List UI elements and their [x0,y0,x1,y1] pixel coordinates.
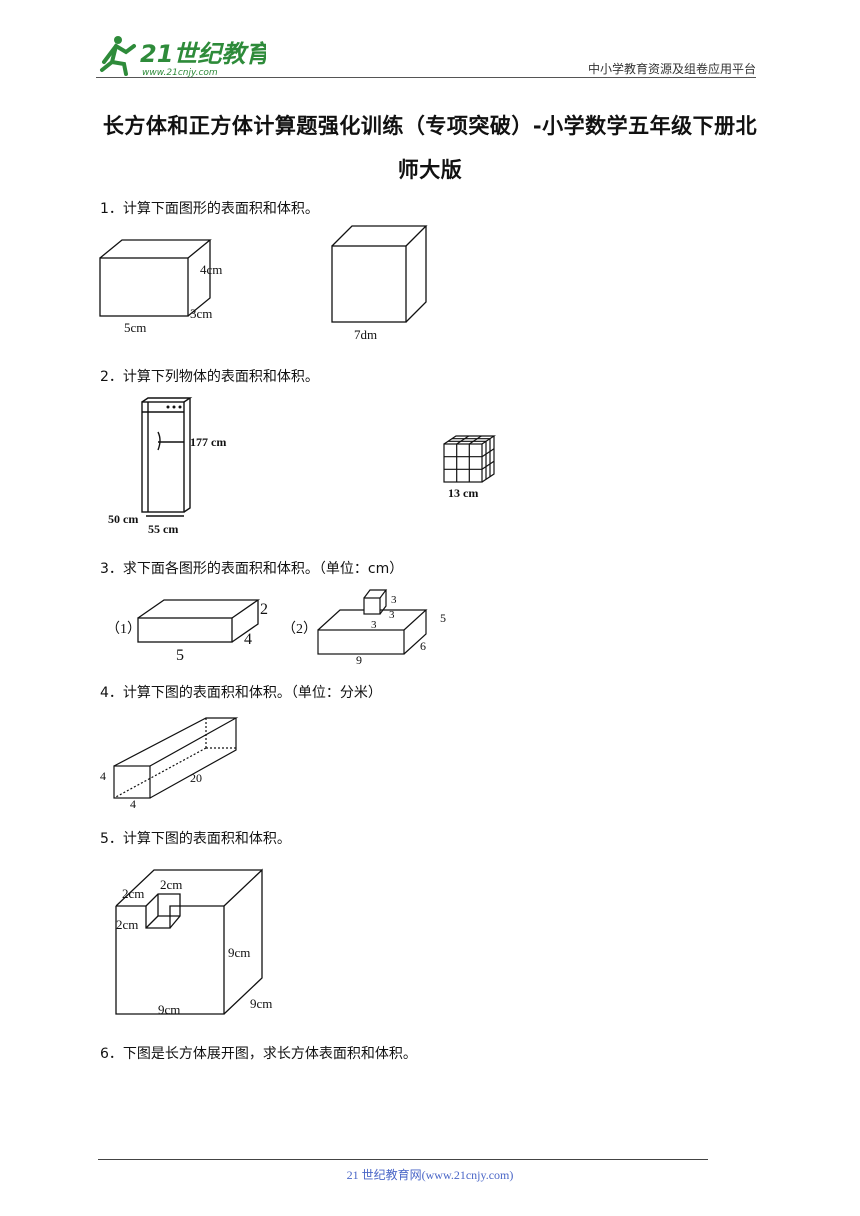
q4-width-label: 4 [130,797,136,811]
question-5: 5．计算下图的表面积和体积。 [100,831,291,847]
q1-cube [331,225,428,323]
q3-fig1-label: （1） [106,621,141,637]
page-title-line1: 长方体和正方体计算题强化训练（专项突破）-小学数学五年级下册北 [102,114,758,138]
q5-height-label: 9cm [228,945,250,960]
logo-url: www.21cnjy.com [142,68,218,78]
q3-fig2-top-depth: 3 [389,609,395,621]
q4-long-cuboid [113,717,239,799]
footer-text[interactable]: 21 世纪教育网(www.21cnjy.com) [346,1168,514,1182]
q4-figure: 4 4 20 [100,717,239,811]
q2-fridge-width-label: 55 cm [148,522,178,536]
q3-cuboid-2 [317,589,428,655]
q2-fridge-height-label: 177 cm [190,435,226,449]
q3-fig2-top-height: 3 [391,594,397,606]
footer-rule [98,1159,708,1160]
q1-depth-label: 3cm [190,306,212,321]
q3-fig2-width: 9 [356,653,362,667]
logo: 21世纪教育 www.21cnjy.com [96,32,273,78]
header-platform-text: 中小学教育资源及组卷应用平台 [587,62,756,76]
logo-text: 21世纪教育 [140,40,266,68]
question-4: 4．计算下图的表面积和体积。（单位：分米） [100,685,382,701]
question-3: 3．求下面各图形的表面积和体积。（单位：cm） [100,561,404,577]
logo-runner-icon: 21世纪教育 www.21cnjy.com [100,36,273,78]
q2-refrigerator [141,397,193,517]
q2-cube-edge-label: 13 cm [448,486,478,500]
q1-height-label: 4cm [200,262,222,277]
q3-fig1-height: 2 [260,601,268,618]
page-title-line2: 师大版 [397,158,463,182]
q5-notch-depth-label: 2cm [122,886,144,901]
header-rule [96,77,756,78]
q2-fridge-depth-label: 50 cm [108,512,138,526]
q5-notch-height-label: 2cm [116,917,138,932]
q1-cuboid [99,239,212,317]
question-1: 1．计算下面图形的表面积和体积。 [100,201,319,217]
q3-figures: （1） 2 4 5 （2） 3 3 3 5 6 9 [106,589,446,667]
q3-cuboid-1 [137,599,261,643]
q2-figures: 177 cm 50 cm 55 cm 13 cm [108,397,496,536]
q4-height-label: 4 [100,769,106,783]
q3-fig2-label: （2） [282,621,317,637]
q5-figure: 2cm 2cm 2cm 9cm 9cm 9cm [115,868,272,1017]
q3-fig2-depth: 6 [420,639,426,653]
q5-notch-width-label: 2cm [160,877,182,892]
q3-fig2-height: 5 [440,611,446,625]
q3-fig1-width: 5 [176,647,184,664]
q5-cube-with-notch [115,868,263,1015]
q3-fig2-top-width: 3 [371,619,377,631]
q2-cube-grid [443,435,496,483]
q5-depth-label: 9cm [250,996,272,1011]
q1-cube-edge-label: 7dm [354,327,377,342]
q4-length-label: 20 [190,771,202,785]
q5-width-label: 9cm [158,1002,180,1017]
q1-width-label: 5cm [124,320,146,335]
question-2: 2．计算下列物体的表面积和体积。 [100,369,319,385]
question-6: 6．下图是长方体展开图，求长方体表面积和体积。 [100,1046,417,1062]
q1-figures: 4cm 5cm 3cm 7dm [99,225,428,342]
q3-fig1-depth: 4 [244,631,252,648]
